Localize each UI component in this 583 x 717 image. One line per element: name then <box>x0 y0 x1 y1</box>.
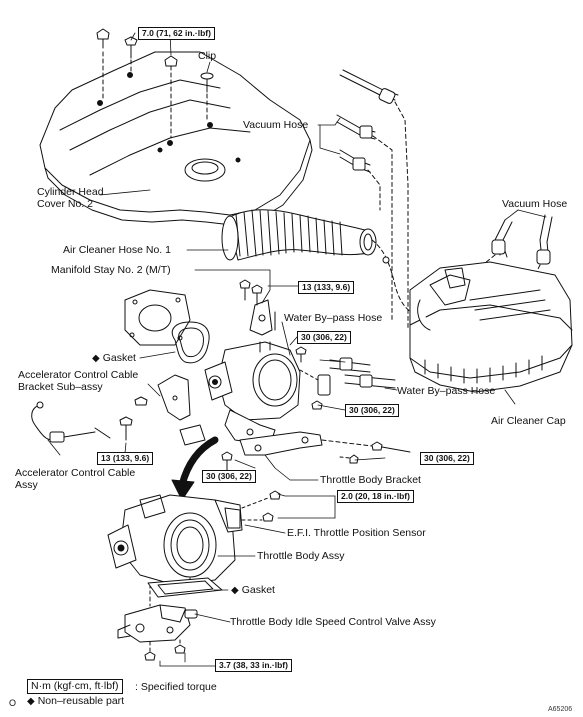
torque-spec-idle-valve: 3.7 (38, 33 in.·lbf) <box>215 659 292 672</box>
cylinder-head-cover-drawing <box>39 51 313 226</box>
label-throttle-bracket: Throttle Body Bracket <box>320 474 421 486</box>
label-efi-sensor: E.F.I. Throttle Position Sensor <box>287 527 426 539</box>
label-air-cleaner-hose: Air Cleaner Hose No. 1 <box>63 244 171 256</box>
legend-torque-text: : Specified torque <box>135 681 217 693</box>
label-water-bypass-hose-1: Water By–pass Hose <box>284 312 383 324</box>
torque-spec-accel-bracket: 13 (133, 9.6) <box>97 452 154 465</box>
cover-bolts-drawing <box>96 28 214 139</box>
nonreusable-diamond-icon: ◆ <box>92 353 100 364</box>
legend-nonreusable: ◆Non–reusable part <box>27 695 124 708</box>
air-cleaner-cap-drawing <box>409 261 573 393</box>
vacuum-hoses-top-drawing <box>336 69 409 331</box>
label-manifold-stay: Manifold Stay No. 2 (M/T) <box>51 264 171 276</box>
label-gasket-lower-text: Gasket <box>241 584 275 596</box>
torque-spec-bracket-bolt: 30 (306, 22) <box>420 452 474 465</box>
water-bypass-hoses-drawing <box>295 346 396 410</box>
accel-bracket-drawing <box>31 374 206 446</box>
label-vacuum-hose-top: Vacuum Hose <box>243 119 309 131</box>
nonreusable-diamond-icon: ◆ <box>231 585 239 596</box>
throttle-body-lower-drawing <box>107 490 281 601</box>
label-accel-cable: Accelerator Control Cable Assy <box>15 467 136 491</box>
torque-spec-cover-bolt: 7.0 (71, 62 in.·lbf) <box>138 27 215 40</box>
label-gasket-upper-text: Gasket <box>102 352 136 364</box>
torque-spec-sensor-screw: 2.0 (20, 18 in.·lbf) <box>337 490 414 503</box>
label-air-cleaner-cap: Air Cleaner Cap <box>491 415 566 427</box>
air-cleaner-hose-drawing <box>221 209 426 319</box>
legend-o-mark: O <box>9 698 17 708</box>
label-vacuum-hose-right: Vacuum Hose <box>502 198 568 210</box>
torque-spec-manifold-stay: 13 (133, 9.6) <box>298 281 355 294</box>
throttle-body-upper-drawing <box>204 341 301 446</box>
torque-spec-bypass-upper: 30 (306, 22) <box>297 331 351 344</box>
gasket-upper-drawing <box>171 321 210 364</box>
torque-spec-bracket-nut: 30 (306, 22) <box>202 470 256 483</box>
label-water-bypass-hose-2: Water By–pass Hose <box>397 385 496 397</box>
legend-torque-unit: N·m (kgf·cm, ft·lbf) <box>27 679 123 694</box>
label-accel-bracket: Accelerator Control Cable Bracket Sub–as… <box>18 369 139 393</box>
torque-spec-bypass-lower: 30 (306, 22) <box>345 404 399 417</box>
throttle-bracket-drawing <box>221 431 411 476</box>
direction-arrow-drawing <box>171 436 219 501</box>
nonreusable-diamond-icon: ◆ <box>27 696 35 707</box>
manifold-stay-drawing <box>239 279 276 336</box>
label-cylinder-head-cover: Cylinder Head Cover No. 2 <box>37 186 104 210</box>
label-gasket-upper: ◆Gasket <box>92 352 136 365</box>
legend-nonreusable-text: Non–reusable part <box>37 695 125 707</box>
leader-lines <box>47 32 547 667</box>
label-gasket-lower: ◆Gasket <box>231 584 275 597</box>
figure-id: A65206 <box>548 706 573 713</box>
idle-valve-drawing <box>117 597 198 661</box>
label-idle-valve: Throttle Body Idle Speed Control Valve A… <box>230 616 436 628</box>
intake-flange-drawing <box>124 289 191 346</box>
label-clip: Clip <box>198 50 217 62</box>
label-throttle-body: Throttle Body Assy <box>257 550 345 562</box>
